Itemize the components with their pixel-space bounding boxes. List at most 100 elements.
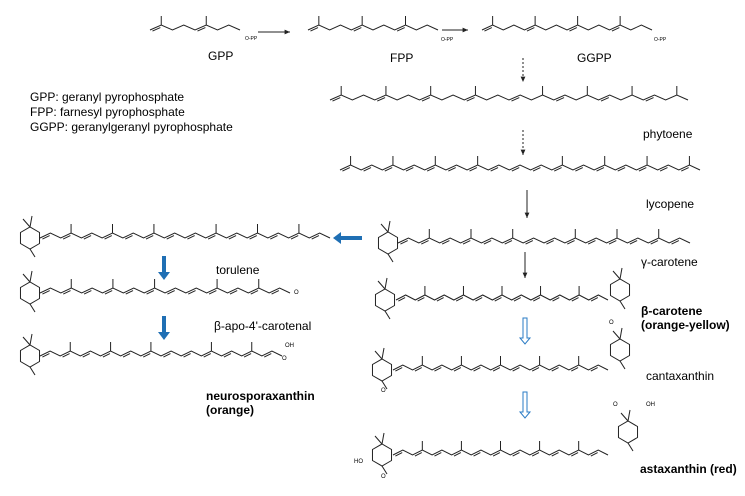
astaxanthin-ring-right-gem-methyl — [620, 412, 629, 422]
cantaxanthin-ring-left — [371, 347, 393, 390]
legend-fpp: FPP: farnesyl pyrophosphate — [30, 105, 185, 119]
gamma-carotene-chain-double-bond — [525, 240, 534, 245]
atom-oh-neurosporaxanthin: OH — [285, 343, 294, 349]
fpp-structure-double-bond — [310, 27, 319, 32]
cantaxanthin-chain-double-bond — [434, 367, 442, 372]
arrow-beta-to-cantaxanthin-outline — [518, 317, 532, 345]
torulene-chain-double-bond — [290, 235, 299, 240]
label-beta-apo-carotenal: β-apo-4'-carotenal — [214, 319, 312, 333]
beta-carotene-chain — [395, 286, 609, 302]
arrow-torulene-to-apo-carotenal-head — [158, 272, 170, 280]
astaxanthin-ring-left — [371, 432, 393, 475]
astaxanthin-chain-double-bond — [492, 452, 501, 457]
cantaxanthin-chain-double-bond — [531, 367, 540, 372]
beta-carotene-ring-right-gem-methyl — [619, 267, 623, 280]
atom-o-astaxanthin-right: O — [613, 402, 618, 408]
astaxanthin-chain-double-bond — [512, 452, 520, 457]
ggpp-structure-double-bond — [526, 27, 535, 32]
torulene-chain-double-bond — [311, 235, 320, 240]
torulene-chain-double-bond — [104, 235, 113, 240]
label-opp-gpp: O-PP — [245, 36, 258, 42]
gpp-structure-double-bond — [197, 27, 206, 32]
neurosporaxanthin-chain — [39, 342, 283, 358]
torulene-chain-double-bond — [166, 235, 175, 240]
phytoene-structure — [329, 86, 689, 102]
astaxanthin-chain-double-bond — [551, 452, 559, 457]
ggpp-structure-double-bond — [569, 27, 578, 32]
label-neurosporaxanthin: neurosporaxanthin — [206, 389, 315, 403]
cantaxanthin-ring-left-gem-methyl — [381, 347, 385, 360]
label-astaxanthin: astaxanthin (red) — [640, 462, 737, 476]
beta-carotene-chain-double-bond — [398, 297, 406, 302]
lycopene-structure-double-bond — [363, 167, 372, 172]
torulene-ring-ring-methyl — [29, 248, 36, 258]
cantaxanthin-chain-double-bond — [453, 367, 462, 372]
lycopene-structure-double-bond — [342, 167, 351, 172]
arrow-cantaxanthin-to-astaxanthin-outline — [518, 391, 532, 419]
arrow-torulene-to-apo-carotenal — [158, 256, 170, 280]
gamma-carotene-chain-backbone — [397, 237, 691, 244]
torulene-chain-double-bond — [249, 235, 258, 240]
beta-apo-carotenal-ring-gem-methyl — [22, 273, 31, 283]
torulene-chain-backbone — [39, 232, 331, 239]
gamma-carotene-chain-double-bond — [650, 240, 659, 245]
beta-carotene-chain-double-bond — [571, 297, 579, 302]
label-cantaxanthin: cantaxanthin — [646, 369, 715, 383]
label-beta-carotene-color: (orange-yellow) — [641, 318, 730, 332]
beta-apo-carotenal-chain — [39, 279, 291, 295]
beta-apo-carotenal-ring-ring-methyl — [29, 303, 36, 313]
cantaxanthin-chain-double-bond — [473, 367, 481, 372]
astaxanthin-ring-right-hexagon — [617, 420, 639, 444]
phytoene-structure-double-bond — [556, 97, 565, 102]
beta-carotene-ring-left — [374, 277, 396, 320]
astaxanthin-chain-double-bond — [571, 452, 579, 457]
lycopene-structure-double-bond — [596, 167, 605, 172]
lycopene-structure-double-bond — [384, 167, 393, 172]
beta-carotene-ring-right-gem-methyl — [612, 270, 621, 280]
legend-ggpp: GGPP: geranylgeranyl pyrophosphate — [30, 120, 233, 134]
astaxanthin-chain-double-bond — [395, 452, 403, 457]
astaxanthin-chain-double-bond — [531, 452, 540, 457]
torulene-chain-double-bond — [62, 235, 71, 240]
phytoene-structure-double-bond — [600, 97, 610, 102]
lycopene-structure-double-bond — [426, 167, 435, 172]
gamma-carotene-chain-double-bond — [421, 240, 429, 245]
gamma-carotene-chain — [397, 229, 691, 245]
phytoene-structure-backbone — [329, 94, 689, 101]
lycopene-structure-double-bond — [681, 167, 689, 172]
lycopene-structure-double-bond — [575, 167, 584, 172]
beta-carotene-chain-double-bond — [590, 297, 599, 302]
beta-apo-carotenal-chain-double-bond — [188, 290, 196, 295]
neurosporaxanthin-ring-hexagon — [19, 344, 41, 368]
cantaxanthin-chain-double-bond — [551, 367, 559, 372]
cantaxanthin-chain-double-bond — [571, 367, 579, 372]
cantaxanthin-chain-double-bond — [512, 367, 520, 372]
cantaxanthin-ring-right-ring-methyl — [619, 360, 626, 370]
gamma-carotene-ring — [377, 220, 399, 263]
astaxanthin-ring-right-ring-methyl — [627, 442, 634, 452]
ggpp-structure-backbone — [481, 24, 653, 31]
neurosporaxanthin-chain-double-bond — [264, 353, 272, 358]
label-gpp: GPP — [208, 49, 234, 63]
beta-apo-carotenal-chain-double-bond — [83, 290, 92, 295]
cantaxanthin-ring-right-hexagon — [609, 338, 631, 362]
neurosporaxanthin-chain-double-bond — [62, 353, 70, 358]
gamma-carotene-ring-hexagon — [377, 231, 399, 255]
cantaxanthin-chain-double-bond — [395, 367, 403, 372]
lycopene-structure-double-bond — [659, 167, 668, 172]
gpp-structure-double-bond — [152, 27, 161, 32]
neurosporaxanthin-chain-double-bond — [42, 353, 50, 358]
neurosporaxanthin-chain-double-bond — [163, 353, 171, 358]
label-ggpp: GGPP — [577, 51, 612, 65]
fpp-structure — [307, 16, 439, 32]
label-gamma-carotene: γ-carotene — [641, 255, 698, 269]
astaxanthin-ring-right-gem-methyl — [627, 409, 631, 422]
lycopene-structure-double-bond — [617, 167, 626, 172]
beta-apo-carotenal-ring — [19, 270, 41, 313]
beta-apo-carotenal-ring-gem-methyl — [29, 270, 33, 283]
beta-apo-carotenal-chain-double-bond — [63, 290, 71, 295]
cantaxanthin-ring-left-ring-methyl — [381, 380, 388, 390]
beta-carotene-ring-left-hexagon — [374, 288, 396, 312]
phytoene-structure-double-bond — [645, 97, 654, 102]
torulene-chain-double-bond — [145, 235, 154, 240]
